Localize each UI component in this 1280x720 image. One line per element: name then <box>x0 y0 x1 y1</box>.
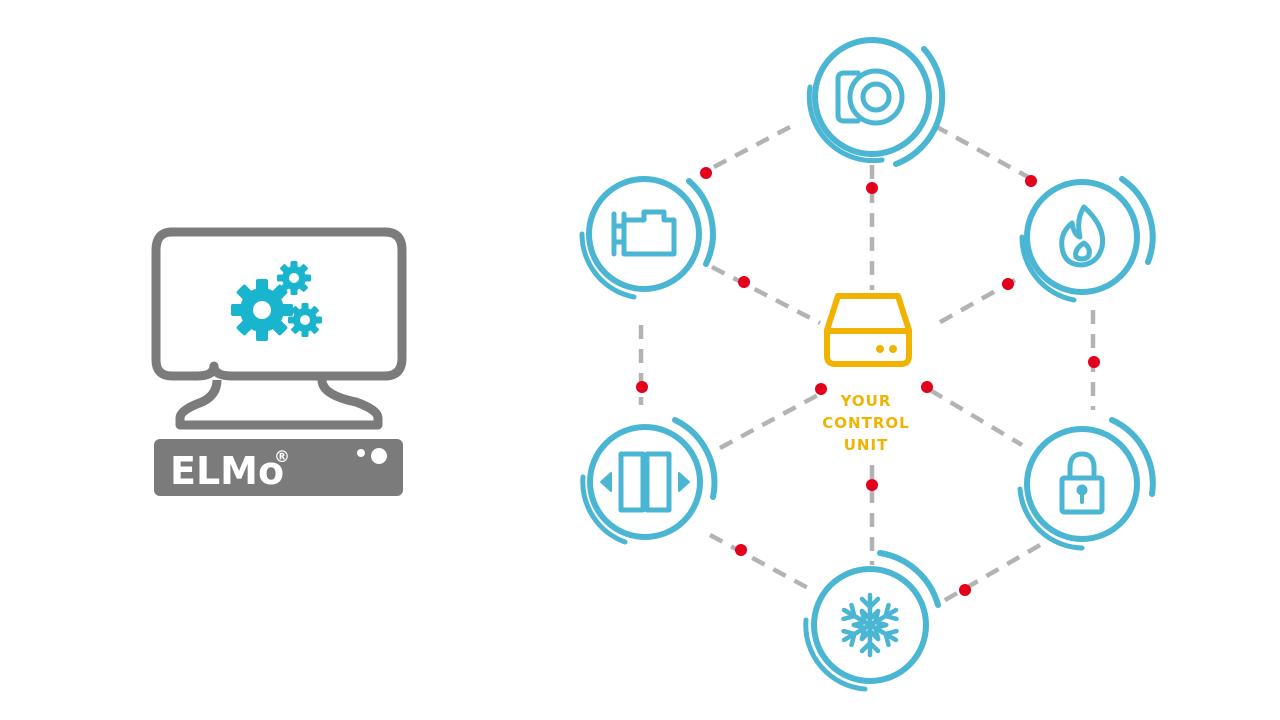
connector-dot <box>815 383 827 395</box>
monitor-stand <box>175 379 383 430</box>
node-lock <box>1017 417 1156 551</box>
connector-lines <box>638 124 1096 605</box>
padlock-icon <box>1059 451 1105 515</box>
line-fire-center <box>933 278 1017 327</box>
connector-dot <box>636 381 648 393</box>
brand-registered-mark: ® <box>274 447 290 466</box>
line-lock-center <box>928 388 1024 447</box>
connector-dot <box>866 479 878 491</box>
line-door-cooling <box>708 533 810 590</box>
control-unit-label-line3: UNIT <box>844 436 889 454</box>
computer-base <box>154 439 403 496</box>
camera-icon <box>835 68 905 126</box>
node-door <box>580 417 718 545</box>
sliding-door-icon <box>600 451 690 513</box>
device-nodes <box>579 37 1156 692</box>
elmo-computer: ELMo ® <box>151 227 407 496</box>
connector-dot <box>1088 356 1100 368</box>
connector-dot <box>866 182 878 194</box>
line-camera-fire <box>933 124 1032 180</box>
connector-dot <box>1002 278 1014 290</box>
connector-dot <box>1025 175 1037 187</box>
server-icon <box>824 293 912 367</box>
line-lock-cooling <box>938 543 1042 605</box>
snowflake-icon <box>840 592 900 655</box>
flame-icon <box>1059 204 1106 268</box>
connector-dot <box>735 544 747 556</box>
line-camera-engine <box>710 125 792 170</box>
control-unit-label-line1: YOUR <box>840 392 892 410</box>
power-led-small <box>357 449 365 457</box>
connector-dot <box>738 276 750 288</box>
node-camera <box>806 37 946 167</box>
connector-dot <box>700 167 712 179</box>
line-engine-center <box>710 265 822 325</box>
connector-dot <box>959 584 971 596</box>
connector-dot <box>921 381 933 393</box>
node-fire <box>1019 176 1156 303</box>
engine-icon <box>611 209 677 257</box>
control-unit: YOUR CONTROL UNIT <box>822 293 912 454</box>
brand-name: ELMo <box>170 449 284 493</box>
node-cooling <box>803 550 941 692</box>
power-led-large <box>371 448 387 464</box>
line-door-center <box>718 393 820 450</box>
node-engine <box>579 176 716 300</box>
connector-dots <box>636 167 1100 596</box>
monitor-frame <box>151 227 407 381</box>
control-unit-label-line2: CONTROL <box>822 414 909 432</box>
gears-icon <box>231 261 322 341</box>
